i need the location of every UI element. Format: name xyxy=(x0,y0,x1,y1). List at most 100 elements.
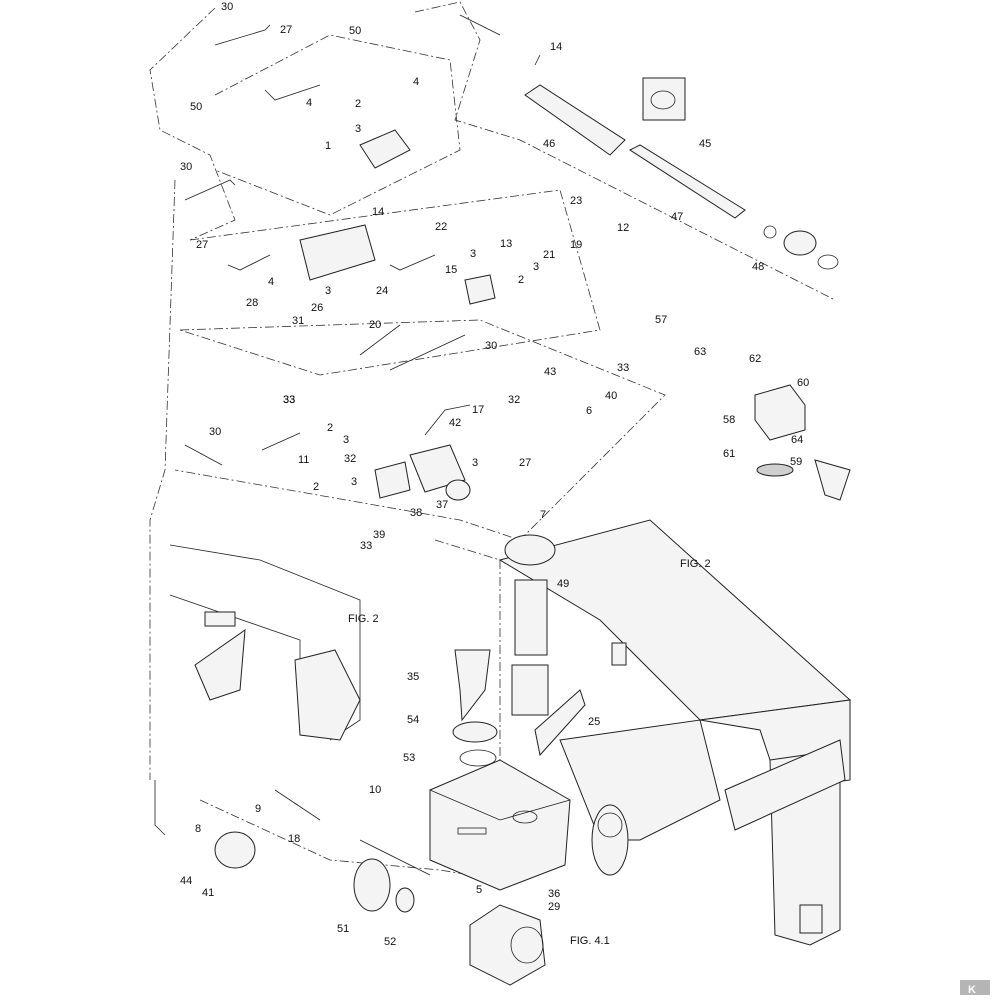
label-2: 2 xyxy=(355,98,361,110)
label-33: 33 xyxy=(360,540,372,552)
label-50: 50 xyxy=(190,101,202,113)
cylinder-rod xyxy=(628,144,746,219)
left-bracket xyxy=(294,649,361,741)
leg-bracket xyxy=(799,904,823,934)
label-60: 60 xyxy=(797,377,809,389)
magnet-61 xyxy=(756,463,794,477)
boundary-mid xyxy=(179,189,601,376)
label-38: 38 xyxy=(410,507,422,519)
pivot-end xyxy=(597,812,623,838)
label-3: 3 xyxy=(325,285,331,297)
label-50: 50 xyxy=(349,25,361,37)
label-25: 25 xyxy=(588,716,600,728)
label-52: 52 xyxy=(384,936,396,948)
hose-10a xyxy=(274,789,321,821)
label-19: 19 xyxy=(570,239,582,251)
hose-20 xyxy=(359,324,401,356)
label-29: 29 xyxy=(548,901,560,913)
pipe-vertical xyxy=(154,780,166,836)
label-64: 64 xyxy=(791,434,803,446)
filter-housing xyxy=(511,664,549,716)
label-37: 37 xyxy=(436,499,448,511)
label-48: 48 xyxy=(752,261,764,273)
label-31: 31 xyxy=(292,315,304,327)
label-44: 44 xyxy=(180,875,192,887)
bracket-59 xyxy=(814,459,851,501)
label-62: 62 xyxy=(749,353,761,365)
label-63: 63 xyxy=(694,346,706,358)
label-53: 53 xyxy=(403,752,415,764)
hose-30-mid xyxy=(184,179,236,201)
label-4: 4 xyxy=(306,97,312,109)
label-3: 3 xyxy=(351,476,357,488)
label-36: 36 xyxy=(548,888,560,900)
label-26: 26 xyxy=(311,302,323,314)
label-3: 3 xyxy=(472,457,478,469)
boundary-cylinder xyxy=(414,1,836,301)
label-3: 3 xyxy=(533,261,539,273)
control-box-60 xyxy=(754,384,806,441)
boundary-top-valve xyxy=(214,34,461,216)
label-13: 13 xyxy=(500,238,512,250)
cylinder-barrel xyxy=(524,84,626,156)
left-plate xyxy=(194,628,246,701)
hose-4-mid xyxy=(227,254,271,271)
label-59: 59 xyxy=(790,456,802,468)
label-11: 11 xyxy=(298,454,309,466)
gasket-54 xyxy=(452,721,498,743)
left-frame-top xyxy=(169,544,361,741)
label-15: 15 xyxy=(445,264,457,276)
hose-30-left xyxy=(184,444,223,466)
valve-knob xyxy=(445,479,471,501)
hose-30-top xyxy=(214,24,271,46)
label-57: 57 xyxy=(655,314,667,326)
boundary-top-left xyxy=(149,7,236,241)
fig-reference: FIG. 2 xyxy=(680,558,711,570)
label-30: 30 xyxy=(221,1,233,13)
label-6: 6 xyxy=(586,405,592,417)
label-22: 22 xyxy=(435,221,447,233)
label-14: 14 xyxy=(550,41,562,53)
seal-kit-45 xyxy=(642,77,686,121)
label-33: 33 xyxy=(617,362,629,374)
hose-4-top xyxy=(264,84,321,101)
label-2: 2 xyxy=(327,422,333,434)
label-46: 46 xyxy=(543,138,555,150)
valve-15 xyxy=(464,274,496,305)
tank-port xyxy=(512,810,538,824)
label-7: 7 xyxy=(540,509,546,521)
rod-seal xyxy=(783,230,817,256)
tank-slot xyxy=(457,827,487,835)
valve-motor-1 xyxy=(359,129,411,169)
hose-11 xyxy=(261,432,301,451)
label-2: 2 xyxy=(313,481,319,493)
label-49: 49 xyxy=(557,578,569,590)
label-8: 8 xyxy=(195,823,201,835)
label-30: 30 xyxy=(485,340,497,352)
seal-kit-ring xyxy=(650,90,676,110)
boundary-left-long xyxy=(149,179,176,780)
label-10: 10 xyxy=(369,784,381,796)
filter-element xyxy=(514,579,548,656)
label-54: 54 xyxy=(407,714,419,726)
label-41: 41 xyxy=(202,887,214,899)
label-20: 20 xyxy=(369,319,381,331)
label-47: 47 xyxy=(671,211,683,223)
label-28: 28 xyxy=(246,297,258,309)
logo-mark xyxy=(960,980,990,995)
tank-edge xyxy=(429,789,571,821)
label-4: 4 xyxy=(268,276,274,288)
label-33: 33 xyxy=(283,394,295,406)
label-4: 4 xyxy=(413,76,419,88)
label-17: 17 xyxy=(472,404,484,416)
hose-30-lower xyxy=(389,334,466,371)
label-21: 21 xyxy=(543,249,555,261)
label-27: 27 xyxy=(196,239,208,251)
pump-41 xyxy=(214,831,256,869)
hose-14-top xyxy=(459,14,501,36)
label-33: 33 xyxy=(283,394,295,406)
label-42: 42 xyxy=(449,417,461,429)
label-40: 40 xyxy=(605,390,617,402)
label-27: 27 xyxy=(280,24,292,36)
